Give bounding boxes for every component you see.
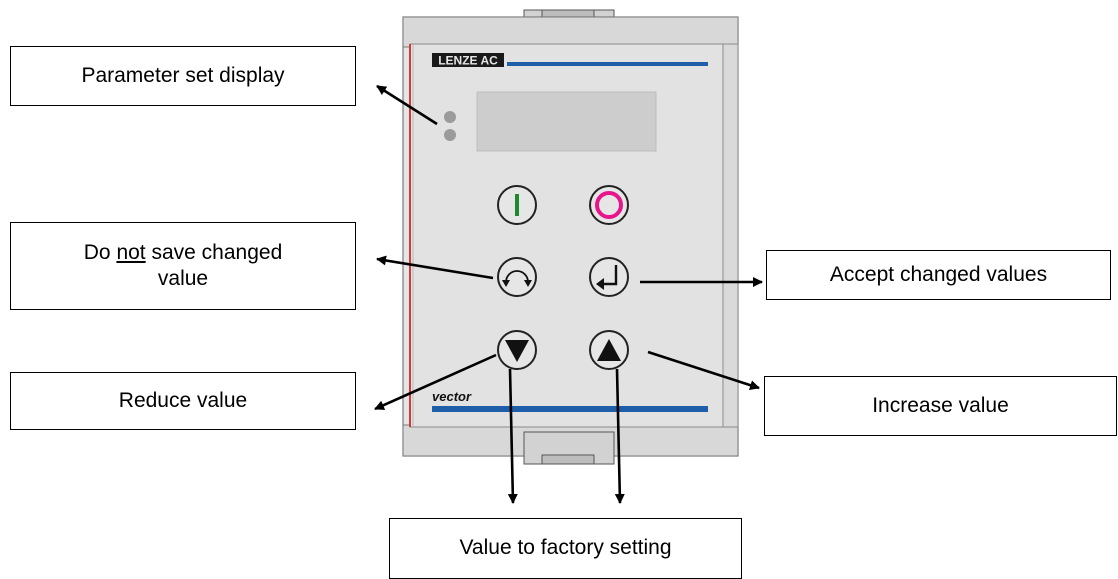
increase-value-text: Increase value: [872, 393, 1009, 417]
bottom-clip: [523, 431, 615, 465]
do-not-save-line2: value: [157, 267, 209, 290]
leader-arrows: [374, 84, 763, 504]
reduce-value-text: Reduce value: [118, 388, 248, 412]
do-not-save-label: Do not save changed value: [10, 222, 356, 310]
down-button[interactable]: [497, 330, 537, 370]
parameter-set-display-text: Parameter set display: [81, 63, 285, 87]
value-to-factory-setting-text: Value to factory setting: [459, 536, 672, 560]
series-logo: vector: [432, 389, 472, 404]
reduce-value-label: Reduce value: [10, 372, 356, 430]
parameter-set-display-label: Parameter set display: [10, 46, 356, 106]
cycle-arrows-icon: [502, 270, 532, 287]
svg-text:LENZE AC: LENZE AC: [438, 54, 498, 68]
enter-icon: [596, 265, 618, 290]
cycle-button[interactable]: [497, 257, 537, 297]
up-button[interactable]: [589, 330, 629, 370]
increase-value-label: Increase value: [764, 376, 1117, 436]
stop-icon: [595, 191, 623, 219]
bottom-blue-stripe: [432, 406, 708, 412]
parameter-set-led-icon: [444, 111, 456, 141]
top-blue-stripe: [507, 62, 708, 66]
arrow-parameter-set: [376, 84, 438, 126]
down-triangle-icon: [505, 340, 529, 362]
arrow-factory-left: [507, 368, 518, 504]
value-to-factory-setting-label: Value to factory setting: [389, 518, 742, 579]
accept-changed-values-text: Accept changed values: [829, 262, 1048, 286]
run-button[interactable]: [497, 185, 537, 225]
enter-button[interactable]: [589, 257, 629, 297]
stop-button[interactable]: [589, 185, 629, 225]
arrow-do-not-save: [376, 255, 494, 280]
up-triangle-icon: [597, 339, 621, 361]
brand-logo: LENZE AC: [432, 53, 504, 68]
arrow-factory-right: [614, 368, 625, 504]
arrow-increase: [647, 350, 760, 390]
display-window: [476, 91, 657, 152]
arrow-reduce: [374, 353, 497, 411]
do-not-save-line1: Do not save changed: [83, 240, 283, 264]
accept-changed-values-label: Accept changed values: [766, 250, 1111, 300]
run-icon: [515, 194, 519, 216]
